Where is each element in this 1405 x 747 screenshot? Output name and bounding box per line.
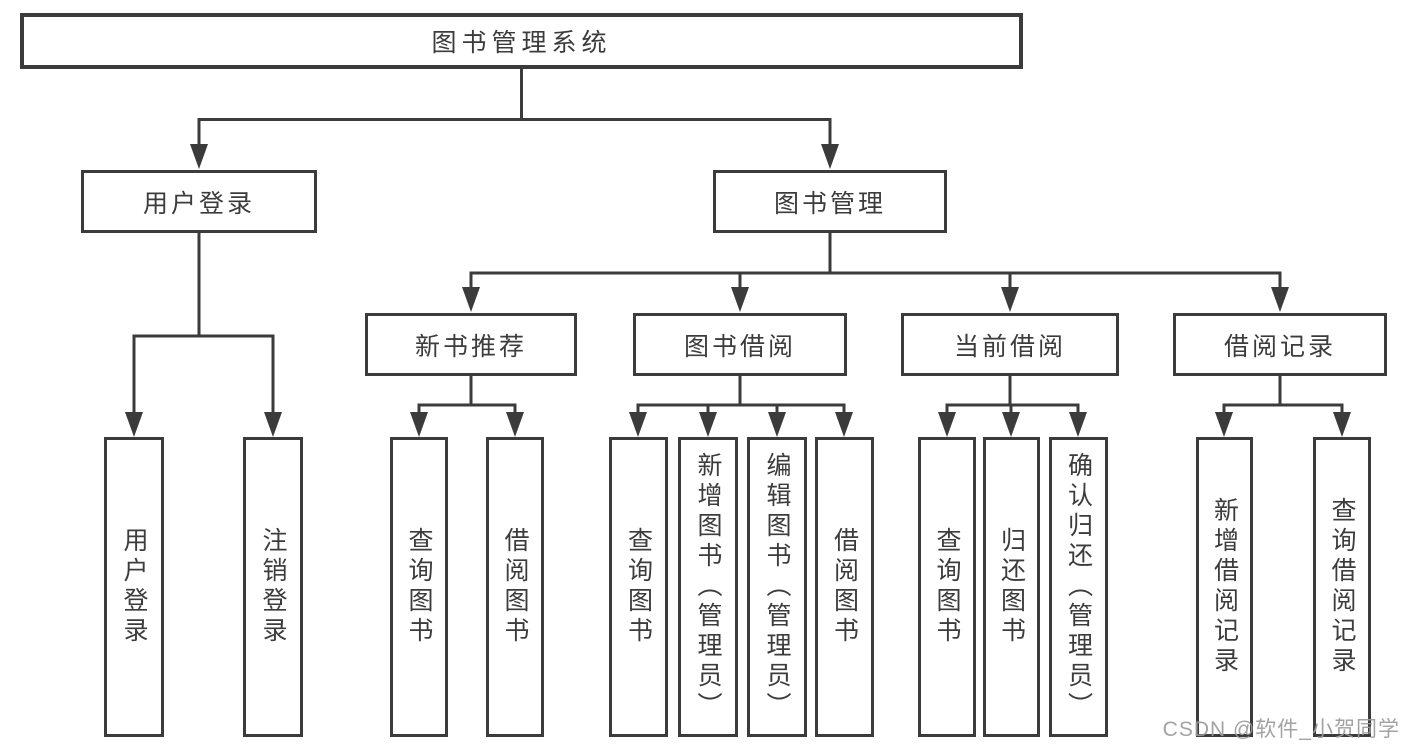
leaf-records-add-record-label: 新增借阅记录 xyxy=(1210,497,1239,677)
leaf-recommend-search-books: 查询图书 xyxy=(390,437,448,737)
node-root-label: 图书管理系统 xyxy=(431,29,612,57)
leaf-borrow-add-books-admin: 新增图书（管理员） xyxy=(678,437,738,737)
node-borrowing-records-label: 借阅记录 xyxy=(1223,332,1336,361)
leaf-current-confirm-return-admin-label: 确认归还（管理员） xyxy=(1064,452,1093,722)
node-user-login: 用户登录 xyxy=(81,170,317,233)
leaf-borrow-edit-books-admin-label: 编辑图书（管理员） xyxy=(763,452,791,722)
node-current-borrowing-label: 当前借阅 xyxy=(953,332,1066,361)
leaf-current-confirm-return-admin: 确认归还（管理员） xyxy=(1049,437,1108,737)
leaf-borrow-borrow-books-label: 借阅图书 xyxy=(830,527,859,647)
leaf-records-add-record: 新增借阅记录 xyxy=(1196,437,1253,737)
node-new-book-recommendation: 新书推荐 xyxy=(365,313,577,376)
leaf-current-search-books: 查询图书 xyxy=(918,437,976,737)
node-user-login-label: 用户登录 xyxy=(142,189,255,218)
node-root: 图书管理系统 xyxy=(20,13,1023,69)
leaf-logout-label: 注销登录 xyxy=(259,527,287,647)
leaf-recommend-borrow-books-label: 借阅图书 xyxy=(501,527,529,647)
node-new-book-recommendation-label: 新书推荐 xyxy=(414,332,527,361)
node-borrowing-records: 借阅记录 xyxy=(1173,313,1387,376)
watermark: CSDN @软件_小贺同学 xyxy=(1162,718,1400,741)
leaf-recommend-search-books-label: 查询图书 xyxy=(405,527,433,647)
node-book-borrowing: 图书借阅 xyxy=(633,313,847,376)
node-book-management: 图书管理 xyxy=(713,170,947,233)
node-current-borrowing: 当前借阅 xyxy=(901,313,1119,376)
leaf-current-search-books-label: 查询图书 xyxy=(933,527,961,647)
leaf-borrow-search-books: 查询图书 xyxy=(609,437,668,737)
leaf-borrow-add-books-admin-label: 新增图书（管理员） xyxy=(694,452,722,722)
node-book-management-label: 图书管理 xyxy=(773,189,886,218)
leaf-borrow-search-books-label: 查询图书 xyxy=(624,527,653,647)
leaf-logout: 注销登录 xyxy=(243,437,303,737)
leaf-user-login-label: 用户登录 xyxy=(120,527,148,647)
leaf-borrow-borrow-books: 借阅图书 xyxy=(815,437,874,737)
leaf-recommend-borrow-books: 借阅图书 xyxy=(486,437,544,737)
leaf-records-search-record-label: 查询借阅记录 xyxy=(1328,497,1356,677)
leaf-current-return-books: 归还图书 xyxy=(983,437,1040,737)
node-book-borrowing-label: 图书借阅 xyxy=(683,332,796,361)
leaf-current-return-books-label: 归还图书 xyxy=(997,527,1026,647)
leaf-records-search-record: 查询借阅记录 xyxy=(1313,437,1371,737)
leaf-borrow-edit-books-admin: 编辑图书（管理员） xyxy=(747,437,807,737)
leaf-user-login: 用户登录 xyxy=(104,437,164,737)
